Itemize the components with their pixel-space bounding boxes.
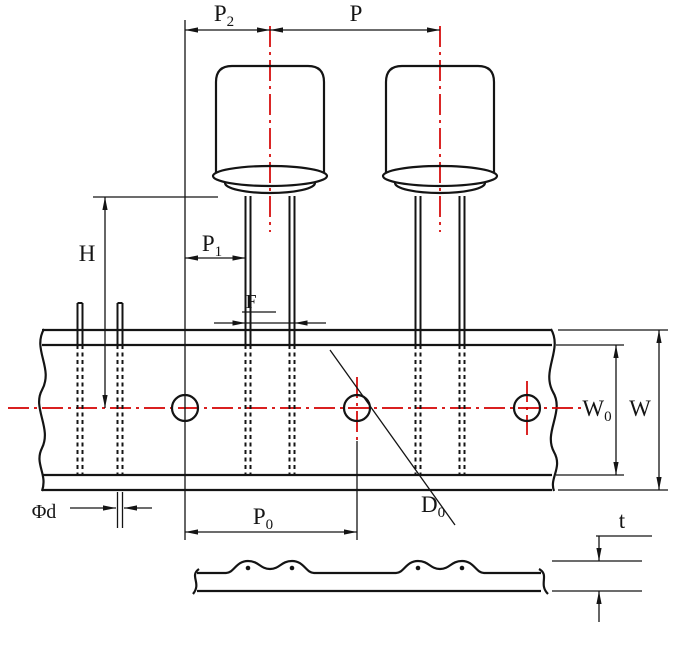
sprocket-hole-2 [342, 393, 372, 423]
extension-lines [184, 20, 358, 540]
lead-cross-section-dot [289, 565, 295, 571]
side-view-torn-edge-left [192, 568, 200, 595]
label-h: H [79, 241, 96, 266]
tape-side-view [192, 559, 549, 595]
center-lines [8, 26, 585, 441]
capacitor-bung [223, 182, 317, 195]
left-component-leads [76, 302, 124, 475]
sprocket-hole-3 [512, 393, 542, 423]
dimensions [70, 27, 668, 622]
lead-cross-section-dot [459, 565, 465, 571]
label-w0: W0 [582, 396, 611, 425]
label-d0: D0 [421, 492, 445, 521]
label-phi-d: Φd [32, 501, 57, 523]
label-f: F [245, 291, 256, 313]
leader-d0 [329, 349, 456, 526]
side-view-top-profile [197, 559, 541, 575]
label-p2: P2 [214, 1, 234, 30]
tape-torn-edge-left [38, 328, 47, 492]
capacitor-body [214, 64, 326, 173]
sprocket-hole-1 [170, 393, 200, 423]
label-p1: P1 [202, 231, 222, 260]
tape-torn-edge-right [548, 328, 559, 492]
lead-cross-section-dot [245, 565, 251, 571]
dimension-labels: P2 P P1 H F W0 W Φd P0 D0 t [32, 1, 651, 533]
sprocket-holes [170, 393, 542, 423]
label-t: t [619, 508, 626, 533]
carrier-tape [38, 328, 559, 492]
capacitor-2 [381, 64, 499, 477]
label-p0: P0 [253, 504, 273, 533]
side-view-torn-edge-right [538, 568, 549, 595]
capacitor-sleeve-crimp [211, 164, 329, 188]
label-w: W [629, 396, 651, 421]
label-p: P [350, 1, 363, 26]
lead-cross-section-dot [415, 565, 421, 571]
capacitor-1 [211, 64, 329, 475]
